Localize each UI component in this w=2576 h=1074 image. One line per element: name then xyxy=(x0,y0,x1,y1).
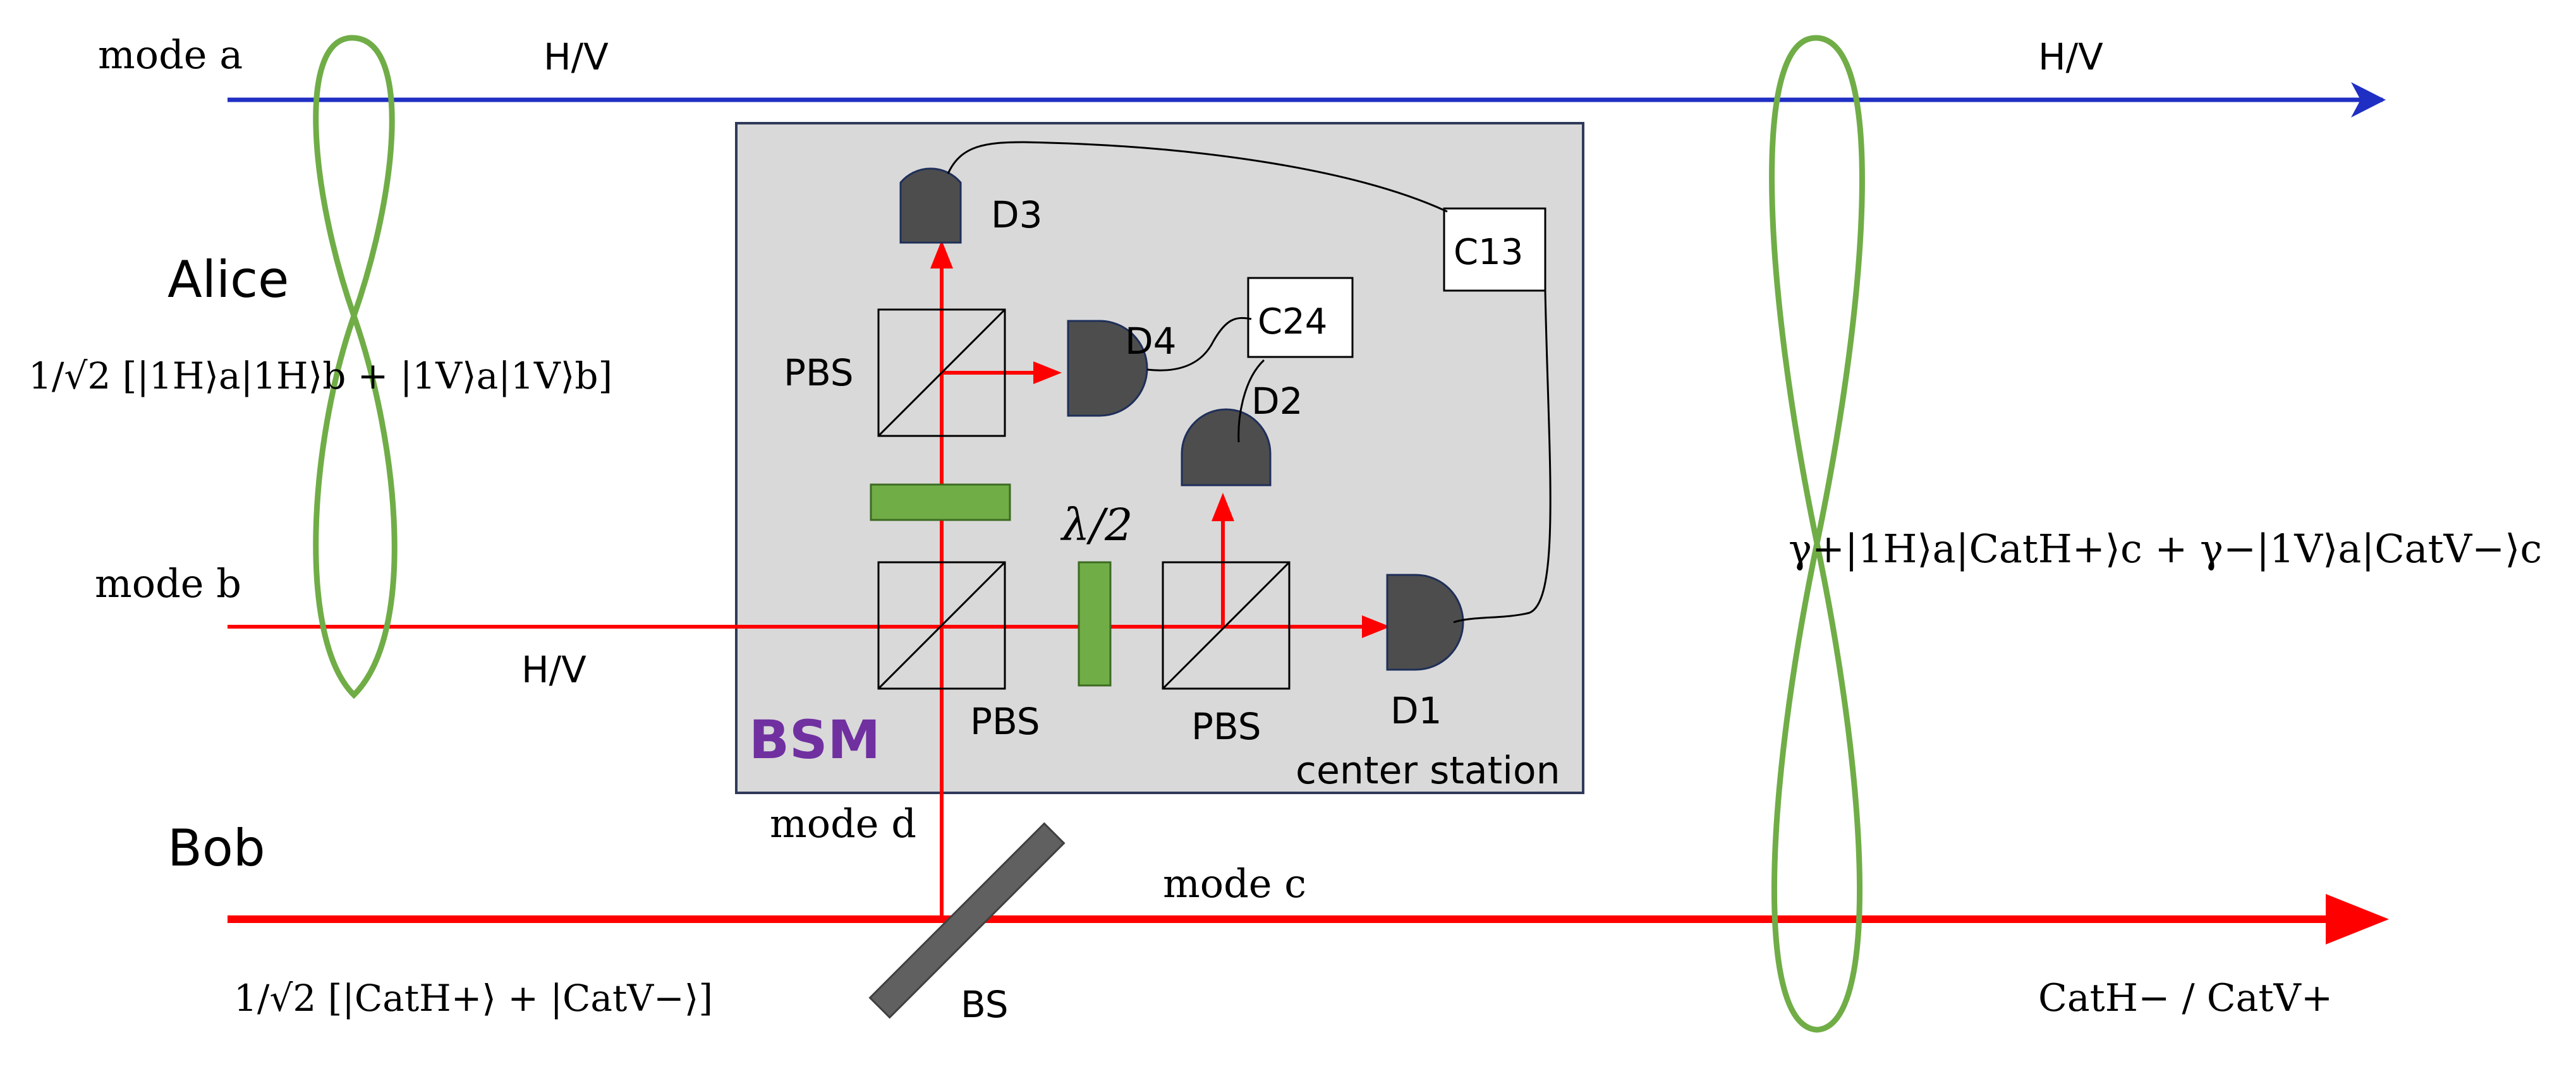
coincidence-box-c24 xyxy=(1247,277,1354,358)
pbs-right-label: PBS xyxy=(1191,705,1261,748)
bob-label: Bob xyxy=(167,819,265,878)
output-cat-label: CatH− / CatV+ xyxy=(2038,976,2333,1020)
mode-b-arrowhead xyxy=(1362,615,1390,638)
detector-d3 xyxy=(899,167,962,244)
alice-label: Alice xyxy=(167,250,289,309)
pbs-upper xyxy=(877,308,1006,437)
d2-branch-arrowhead xyxy=(1212,493,1234,521)
wire-d2-c24 xyxy=(1237,359,1265,443)
detector-d4 xyxy=(1067,320,1148,417)
d2-label: D2 xyxy=(1251,380,1303,423)
pbs-right xyxy=(1162,561,1291,690)
d1-label: D1 xyxy=(1390,689,1442,732)
detector-d1 xyxy=(1386,574,1464,671)
mode-c-label: mode c xyxy=(1163,860,1306,907)
hv-label-mode-b: H/V xyxy=(521,648,586,691)
pbs-left-label: PBS xyxy=(970,700,1040,743)
center-station-label: center station xyxy=(1296,749,1560,793)
wave-plate-horizontal xyxy=(870,483,1011,521)
alice-state-equation: 1/√2 [|1H⟩a|1H⟩b + |1V⟩a|1V⟩b] xyxy=(28,354,612,397)
coincidence-box-c13 xyxy=(1443,207,1546,292)
mode-b-label: mode b xyxy=(95,560,241,606)
center-station-box xyxy=(735,122,1584,794)
mode-c-arrowhead xyxy=(2326,894,2389,944)
mode-d-arrowhead xyxy=(930,240,953,268)
d4-label: D4 xyxy=(1125,320,1177,363)
entanglement-loop-right xyxy=(1769,35,1865,1033)
beam-splitter-plate xyxy=(868,822,1066,1019)
half-wave-plate xyxy=(1078,561,1112,687)
bs-label: BS xyxy=(961,983,1009,1026)
final-state-equation: γ+|1H⟩a|CatH+⟩c + γ−|1V⟩a|CatV−⟩c xyxy=(1789,526,2542,572)
mode-a-label: mode a xyxy=(98,32,243,78)
wire-d4-c24 xyxy=(1146,317,1252,371)
hv-label-top-right: H/V xyxy=(2038,35,2103,78)
detector-d2 xyxy=(1181,408,1272,486)
mode-a-arrowhead xyxy=(2351,82,2386,118)
bob-state-equation: 1/√2 [|CatH+⟩ + |CatV−⟩] xyxy=(234,977,713,1020)
d3-label: D3 xyxy=(991,193,1043,236)
entanglement-loop-left xyxy=(313,35,398,699)
wire-d1-c13 xyxy=(1453,290,1552,624)
c13-label: C13 xyxy=(1454,232,1523,273)
pbs-left xyxy=(877,561,1006,690)
bsm-label: BSM xyxy=(749,709,880,771)
half-wave-label: λ/2 xyxy=(1060,499,1133,551)
wire-d3-c13 xyxy=(947,141,1448,213)
hv-label-top-left: H/V xyxy=(544,35,609,78)
c24-label: C24 xyxy=(1258,301,1327,342)
pbs-upper-label: PBS xyxy=(784,351,854,394)
d4-branch-arrowhead xyxy=(1033,361,1062,384)
mode-d-label: mode d xyxy=(770,800,916,847)
